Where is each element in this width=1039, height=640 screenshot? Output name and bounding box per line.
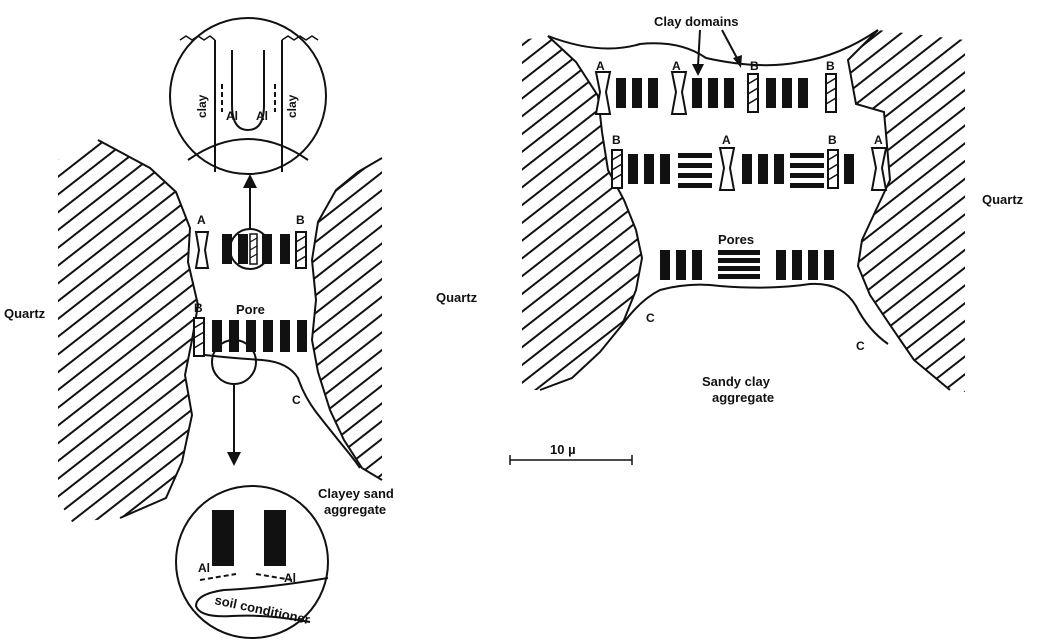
label-row1-a2: A <box>672 59 681 73</box>
clay-platelet <box>692 250 702 280</box>
quartz-grain-left <box>58 140 198 522</box>
clay-platelet-stack <box>718 274 760 279</box>
inset-top-al-right: Al <box>256 109 268 123</box>
clay-platelet <box>238 234 248 264</box>
clay-domain-edge-a <box>196 232 208 268</box>
arrow-down-icon <box>692 64 704 76</box>
clay-domain-edge-a <box>872 148 886 190</box>
label-sandy-clay-1: Sandy clay <box>702 374 771 389</box>
clay-platelet <box>774 154 784 184</box>
clay-platelet-stack <box>790 163 824 168</box>
label-b-left-top: B <box>296 213 305 227</box>
arrow-down-icon <box>733 55 742 68</box>
label-row2-b1: B <box>612 133 621 147</box>
label-c-left: C <box>292 393 301 407</box>
label-row2-a1: A <box>722 133 731 147</box>
label-row2-b2: B <box>828 133 837 147</box>
clay-domain-edge-a <box>596 72 610 114</box>
label-b-left-side: B <box>194 301 203 315</box>
clay-platelet <box>776 250 786 280</box>
clay-platelet-stack <box>678 153 712 158</box>
clay-platelet-stack <box>718 266 760 271</box>
clay-platelet <box>808 250 818 280</box>
clay-platelet <box>792 250 802 280</box>
inset-top-al-left: Al <box>226 109 238 123</box>
clay-platelet <box>280 320 290 352</box>
clay-platelet <box>648 78 658 108</box>
clay-platelet <box>766 78 776 108</box>
quartz-grain-right-panel-right <box>848 30 965 392</box>
clay-platelet-stack <box>678 163 712 168</box>
clay-platelet <box>297 320 307 352</box>
clay-platelet <box>632 78 642 108</box>
label-clayey-sand-1: Clayey sand <box>318 486 394 501</box>
arrow-up-icon <box>243 174 257 188</box>
label-pore: Pore <box>236 302 265 317</box>
clay-platelet <box>229 320 239 352</box>
label-quartz-left: Quartz <box>4 306 46 321</box>
inset-top-clay-right: clay <box>285 94 299 118</box>
inset-top-zoom: clay clay Al Al <box>170 18 326 174</box>
clay-platelet <box>724 78 734 108</box>
clay-platelet <box>758 154 768 184</box>
label-row1-b2: B <box>826 59 835 73</box>
clay-platelet <box>280 234 290 264</box>
clay-platelet-stack <box>790 173 824 178</box>
right-panel: Clay domains A A B B B A B A Quartz Pore… <box>522 14 1024 405</box>
label-c-right-1: C <box>646 311 655 325</box>
clay-domain-edge-a <box>720 148 734 190</box>
clay-platelet <box>616 78 626 108</box>
clay-domain-row-lower <box>194 318 307 384</box>
clay-platelet <box>824 250 834 280</box>
clay-platelet <box>263 320 273 352</box>
inset-bottom-al-left: Al <box>198 561 210 575</box>
quartz-grain-right <box>312 158 382 480</box>
clay-platelet-stack <box>678 173 712 178</box>
label-sandy-clay-2: aggregate <box>712 390 774 405</box>
clay-platelet-stack <box>718 250 760 255</box>
clay-platelet <box>798 78 808 108</box>
clay-platelet <box>628 154 638 184</box>
clay-platelet-stack <box>678 183 712 188</box>
scale-bar: 10 µ <box>510 442 632 465</box>
label-row1-b1: B <box>750 59 759 73</box>
clay-domain-row-upper <box>196 229 306 269</box>
clay-platelet <box>660 154 670 184</box>
clay-platelet <box>844 154 854 184</box>
clay-platelet <box>676 250 686 280</box>
clay-domain-row-2 <box>612 148 886 190</box>
label-clayey-sand-2: aggregate <box>324 502 386 517</box>
label-a-left: A <box>197 213 206 227</box>
inset-bottom-al-right: Al <box>284 571 296 585</box>
label-pores: Pores <box>718 232 754 247</box>
clay-platelet <box>742 154 752 184</box>
clay-platelet <box>264 510 286 566</box>
label-clay-domains: Clay domains <box>654 14 739 29</box>
inset-bottom-zoom: Al Al soil conditioner <box>176 486 328 638</box>
clay-domain-row-3 <box>660 250 834 280</box>
clay-platelet <box>708 78 718 108</box>
clay-platelet <box>692 78 702 108</box>
clay-domain-edge-a <box>672 72 686 114</box>
clay-platelet <box>782 78 792 108</box>
left-panel: clay clay Al Al Al Al soil conditioner Q… <box>4 18 478 638</box>
label-c-right-2: C <box>856 339 865 353</box>
inset-top-clay-left: clay <box>195 94 209 118</box>
label-row1-a1: A <box>596 59 605 73</box>
clay-platelet <box>660 250 670 280</box>
clay-platelet <box>212 510 234 566</box>
clay-platelet-stack <box>718 258 760 263</box>
label-quartz-right: Quartz <box>982 192 1024 207</box>
clay-platelet-stack <box>790 183 824 188</box>
clay-platelet-stack <box>790 153 824 158</box>
clay-platelet <box>644 154 654 184</box>
arrow-down-icon <box>227 452 241 466</box>
label-quartz-center: Quartz <box>436 290 478 305</box>
label-row2-a2: A <box>874 133 883 147</box>
clay-domain-row-1 <box>596 72 836 114</box>
scale-bar-label: 10 µ <box>550 442 576 457</box>
aggregate-boundary-bottom <box>622 284 888 344</box>
